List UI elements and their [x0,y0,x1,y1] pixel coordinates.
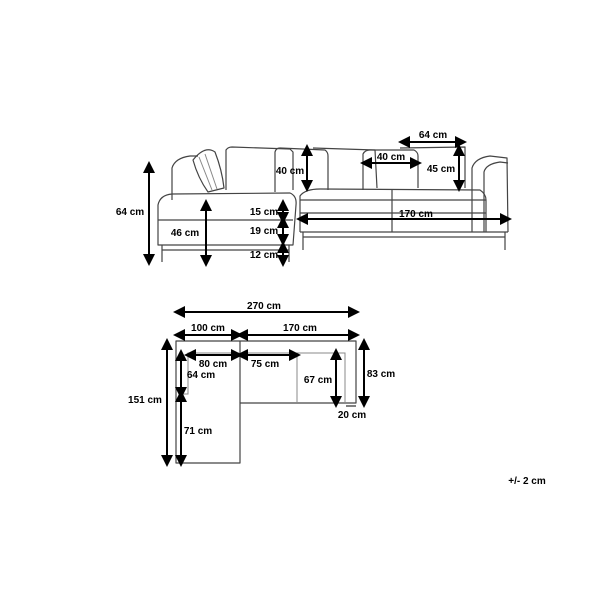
sofa-front-outline [157,146,509,262]
back-depth-label: 64 cm [187,370,215,381]
top-view: 270 cm 100 cm 170 cm 80 cm 75 cm 64 cm 7… [128,301,395,467]
chaise-width-label: 100 cm [191,323,225,334]
chaise-inner-width-label: 80 cm [199,359,227,370]
seat-width-label: 75 cm [251,359,279,370]
armrest-depth-label: 64 cm [419,130,447,141]
chaise-extension-label: 71 cm [184,426,212,437]
sofa-depth-label: 83 cm [367,369,395,380]
total-height-label: 64 cm [116,207,144,218]
backrest-height-label: 45 cm [427,164,455,175]
tolerance-note: +/- 2 cm [508,476,546,487]
front-view: 64 cm 40 cm 40 cm 45 cm 64 cm 170 cm 15 … [116,130,512,267]
back-cushion-height-label: 40 cm [276,166,304,177]
seat-depth-label: 67 cm [304,375,332,386]
armrest-width-label: 20 cm [338,410,366,421]
base-height-label: 19 cm [250,226,278,237]
total-depth-label: 151 cm [128,395,162,406]
pillow-width-label: 40 cm [377,152,405,163]
total-width-label: 270 cm [247,301,281,312]
top-sofa-width-label: 170 cm [283,323,317,334]
leg-height-label: 12 cm [250,250,278,261]
seat-cushion-height-label: 15 cm [250,207,278,218]
sofa-width-label: 170 cm [399,209,433,220]
seat-height-label: 46 cm [171,228,199,239]
